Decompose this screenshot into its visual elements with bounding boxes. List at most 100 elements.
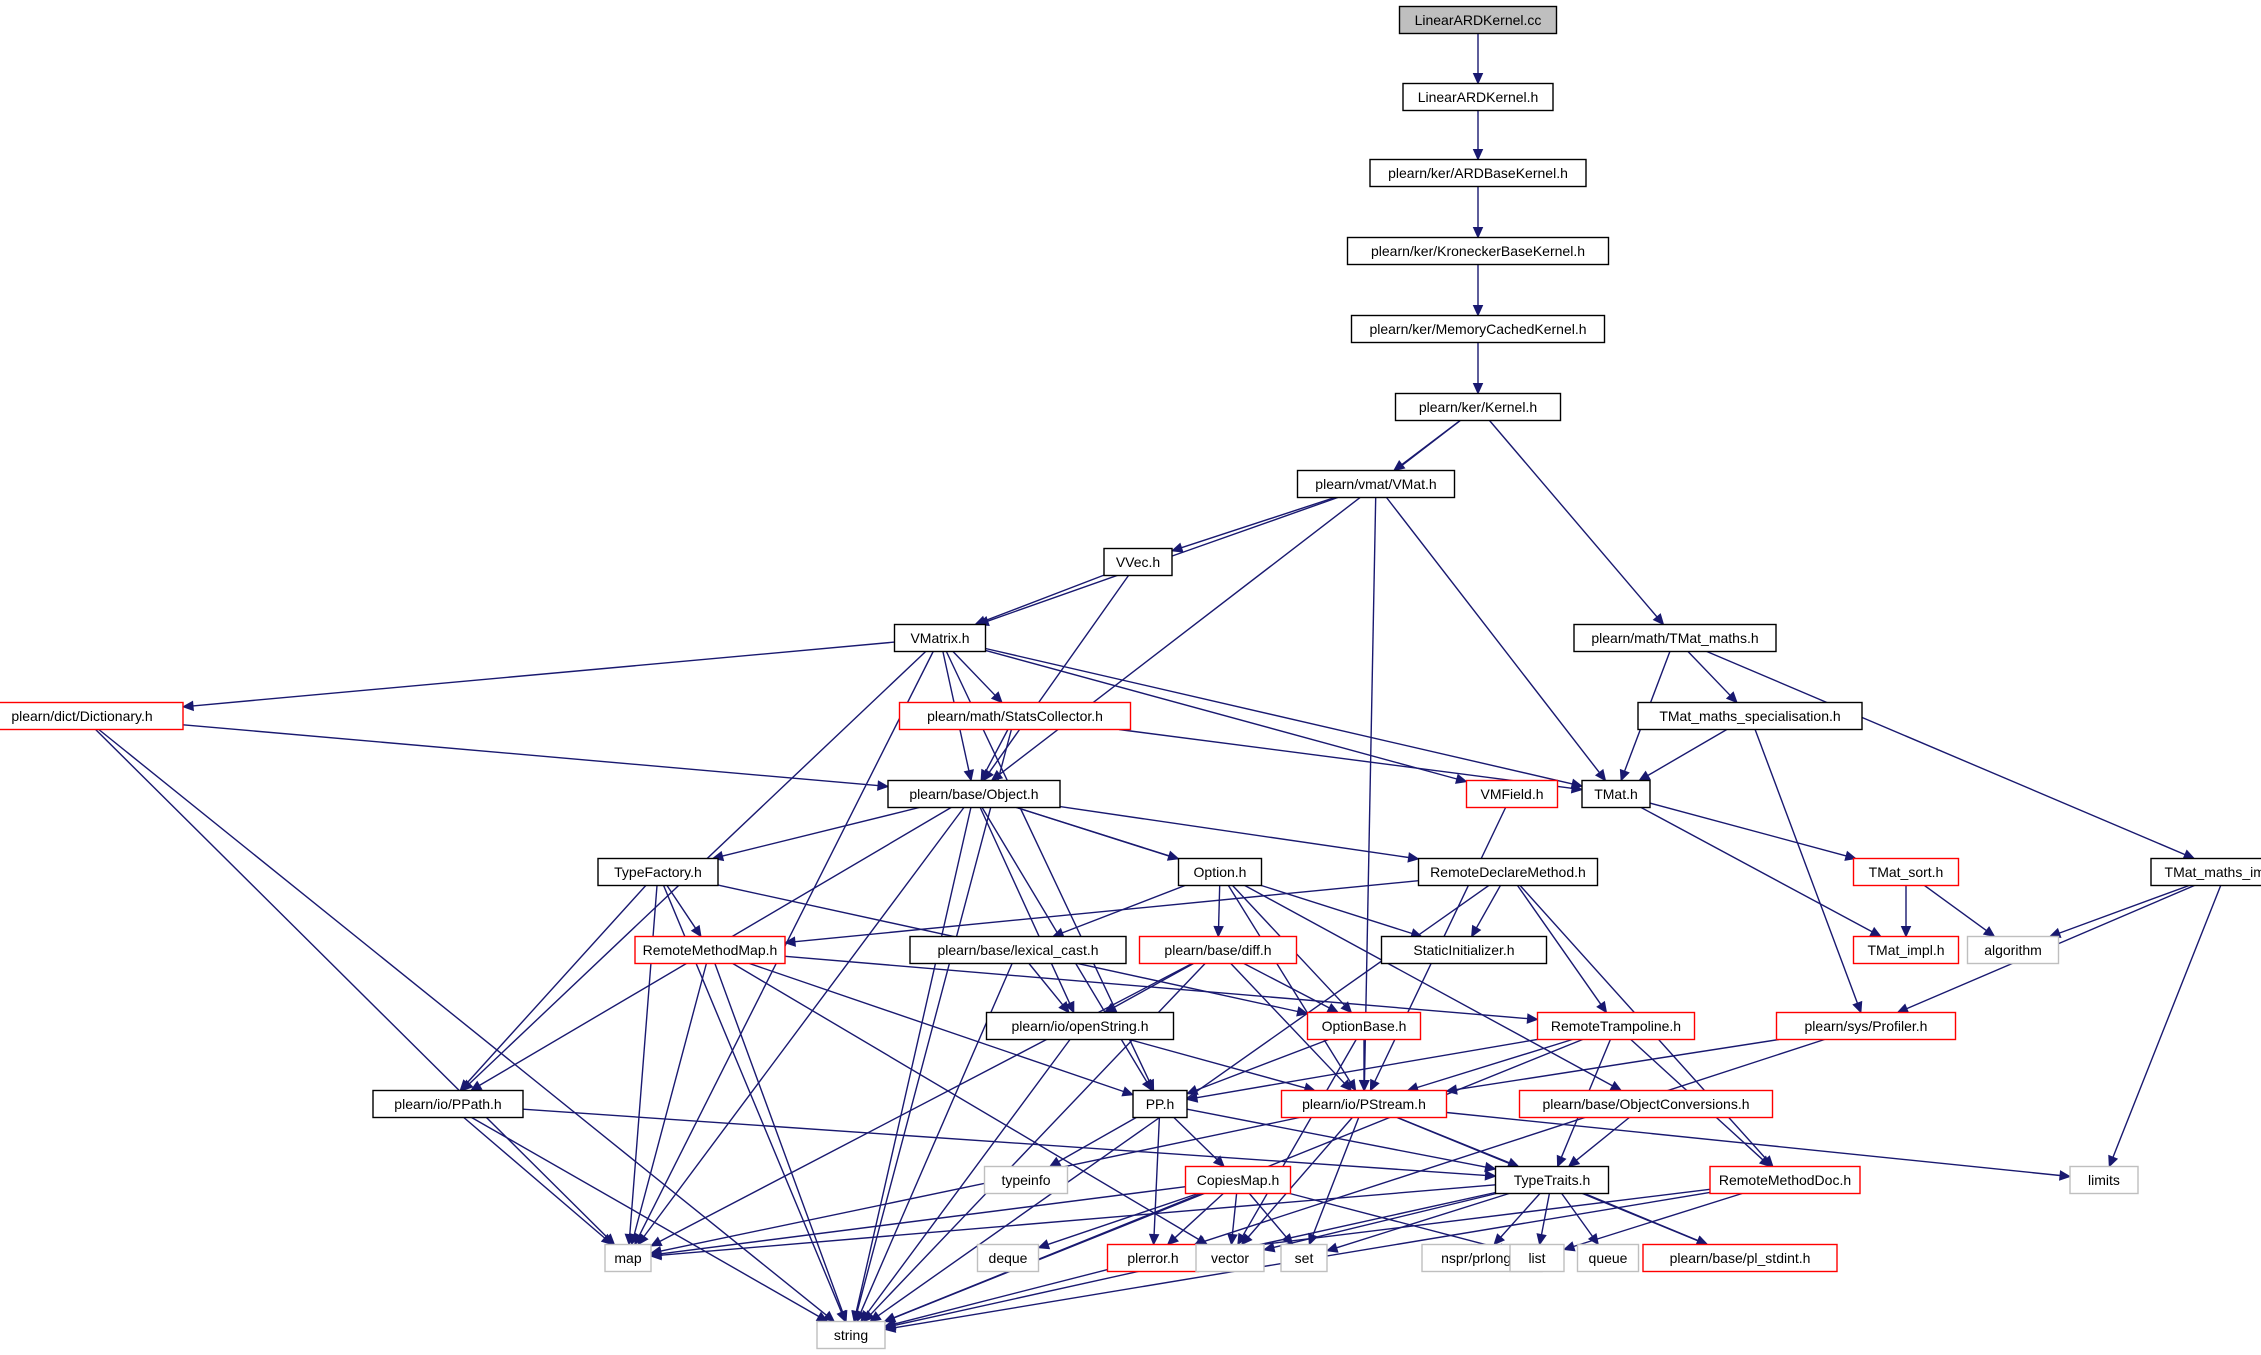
node-remotetrampoline-h[interactable]: RemoteTrampoline.h <box>1536 1011 1696 1041</box>
dependency-edge-plearn-vmat-vmat-h-to-vvec-h <box>1170 496 1336 553</box>
dependency-edge-optionbase-h-to-vector <box>1237 1039 1357 1246</box>
dependency-edge-plearn-base-diff-h-to-map <box>649 962 1193 1247</box>
node-plearn-base-object-h[interactable]: plearn/base/Object.h <box>887 779 1061 809</box>
edge-arrowhead <box>860 1309 872 1323</box>
node-vmatrix-h[interactable]: VMatrix.h <box>893 623 987 653</box>
node-plearn-io-ppath-h[interactable]: plearn/io/PPath.h <box>372 1089 524 1119</box>
edge-arrowhead <box>600 1233 614 1246</box>
node-label: OptionBase.h <box>1322 1018 1407 1034</box>
dependency-edge-plearn-base-diff-h-to-plearn-io-openstring-h <box>1103 962 1194 1014</box>
dependency-edge-typetraits-h-to-queue <box>1561 1193 1600 1246</box>
node-option-h[interactable]: Option.h <box>1177 857 1263 887</box>
node-plearn-ker-kroneckerbasekernel-h[interactable]: plearn/ker/KroneckerBaseKernel.h <box>1346 236 1610 266</box>
node-box <box>1494 1165 1610 1195</box>
node-plearn-ker-kernel-h[interactable]: plearn/ker/Kernel.h <box>1394 392 1562 422</box>
edge-arrowhead <box>990 691 1003 704</box>
edge-arrowhead <box>1212 1155 1225 1168</box>
node-algorithm: algorithm <box>1966 935 2060 965</box>
node-plearn-io-pstream-h[interactable]: plearn/io/PStream.h <box>1280 1089 1448 1119</box>
node-copiesmap-h[interactable]: CopiesMap.h <box>1184 1165 1292 1195</box>
edge-line <box>522 1108 1486 1177</box>
dependency-edge-plearn-base-object-h-to-string <box>851 807 972 1323</box>
dependency-edge-pp-h-to-typetraits-h <box>1186 1108 1497 1173</box>
node-map: map <box>604 1243 652 1273</box>
edge-arrowhead <box>649 1249 662 1261</box>
node-box <box>1536 1011 1696 1041</box>
node-box <box>1394 392 1562 422</box>
node-tmat-sort-h[interactable]: TMat_sort.h <box>1852 857 1960 887</box>
node-label: TMat_maths_impl.h <box>2165 864 2261 880</box>
node-plearn-dict-dictionary-h[interactable]: plearn/dict/Dictionary.h <box>0 701 184 731</box>
dependency-edge-plearn-sys-profiler-h-to-plearn-io-pstream-h <box>1445 1038 1780 1095</box>
node-tmat-impl-h[interactable]: TMat_impl.h <box>1852 935 1960 965</box>
dependency-edge-tmat-maths-impl-h-to-algorithm <box>2048 884 2190 938</box>
dependency-edge-tmat-maths-specialisation-h-to-tmat-h <box>1638 728 1728 782</box>
node-box <box>1280 1089 1448 1119</box>
node-remotemethodmap-h[interactable]: RemoteMethodMap.h <box>634 935 786 965</box>
node-string: string <box>816 1320 886 1350</box>
dependency-edge-option-h-to-plearn-base-lexical-cast-h <box>1051 884 1186 938</box>
node-plearn-sys-profiler-h[interactable]: plearn/sys/Profiler.h <box>1775 1011 1957 1041</box>
edge-arrowhead <box>1048 1156 1062 1168</box>
node-box <box>1280 1243 1328 1273</box>
node-typetraits-h[interactable]: TypeTraits.h <box>1494 1165 1610 1195</box>
node-vmfield-h[interactable]: VMField.h <box>1465 779 1559 809</box>
node-label: nspr/prlong.h <box>1441 1250 1523 1266</box>
node-box <box>1637 701 1863 731</box>
node-tmat-h[interactable]: TMat.h <box>1581 779 1651 809</box>
node-label: Option.h <box>1194 864 1247 880</box>
edge-line <box>1336 1192 1510 1249</box>
edge-line <box>1475 885 1502 929</box>
edge-arrowhead <box>1570 782 1584 794</box>
node-plearn-math-tmat-maths-h[interactable]: plearn/math/TMat_maths.h <box>1573 623 1777 653</box>
dependency-edge-remotetrampoline-h-to-pp-h <box>1185 1038 1538 1103</box>
edge-line <box>732 962 1199 1241</box>
node-optionbase-h[interactable]: OptionBase.h <box>1306 1011 1422 1041</box>
node-label: TMat.h <box>1594 786 1638 802</box>
node-label: plearn/ker/Kernel.h <box>1419 399 1537 415</box>
node-label: plearn/base/lexical_cast.h <box>937 942 1098 958</box>
node-plearn-base-objectconversions-h[interactable]: plearn/base/ObjectConversions.h <box>1518 1089 1774 1119</box>
node-staticinitializer-h[interactable]: StaticInitializer.h <box>1380 935 1548 965</box>
node-plearn-vmat-vmat-h[interactable]: plearn/vmat/VMat.h <box>1296 469 1456 499</box>
node-plearn-base-diff-h[interactable]: plearn/base/diff.h <box>1138 935 1298 965</box>
node-box <box>634 935 786 965</box>
node-plearn-ker-memorycachedkernel-h[interactable]: plearn/ker/MemoryCachedKernel.h <box>1350 314 1606 344</box>
node-plearn-base-pl-stdint-h[interactable]: plearn/base/pl_stdint.h <box>1642 1243 1838 1273</box>
node-plearn-io-openstring-h[interactable]: plearn/io/openString.h <box>985 1011 1175 1041</box>
edge-arrowhead <box>1369 1078 1380 1092</box>
node-pp-h[interactable]: PP.h <box>1132 1089 1188 1119</box>
edge-arrowhead <box>1240 1233 1253 1246</box>
node-tmat-maths-impl-h[interactable]: TMat_maths_impl.h <box>2150 857 2261 887</box>
edge-arrowhead <box>2108 1154 2119 1168</box>
edge-arrowhead <box>1058 1001 1070 1014</box>
node-plearn-ker-ardbasekernel-h[interactable]: plearn/ker/ARDBaseKernel.h <box>1369 158 1587 188</box>
edge-line <box>1118 728 1573 789</box>
node-label: plearn/base/ObjectConversions.h <box>1542 1096 1749 1112</box>
edge-line <box>629 885 658 1235</box>
node-remotedeclaremethod-h[interactable]: RemoteDeclareMethod.h <box>1417 857 1599 887</box>
node-remotemethoddoc-h[interactable]: RemoteMethodDoc.h <box>1709 1165 1861 1195</box>
node-linearardkernel-h[interactable]: LinearARDKernel.h <box>1402 82 1554 112</box>
node-typefactory-h[interactable]: TypeFactory.h <box>597 857 719 887</box>
node-plerror-h[interactable]: plerror.h <box>1106 1243 1200 1273</box>
edge-line <box>893 1192 1205 1319</box>
node-plearn-base-lexical-cast-h[interactable]: plearn/base/lexical_cast.h <box>909 935 1127 965</box>
dependency-edge-plearn-math-statscollector-h-to-plearn-base-object-h <box>980 729 1009 782</box>
edge-arrowhead <box>637 1232 649 1246</box>
edge-line <box>1516 885 1602 1005</box>
edge-line <box>660 1184 1496 1256</box>
dependency-edge-remotemethodmap-h-to-remotetrampoline-h <box>784 955 1539 1024</box>
node-tmat-maths-specialisation-h[interactable]: TMat_maths_specialisation.h <box>1637 701 1863 731</box>
node-label: LinearARDKernel.cc <box>1415 12 1542 28</box>
edge-line <box>1706 650 2186 856</box>
node-box <box>1132 1089 1188 1119</box>
node-vvec-h[interactable]: VVec.h <box>1103 547 1173 577</box>
node-plearn-math-statscollector-h[interactable]: plearn/math/StatsCollector.h <box>898 701 1132 731</box>
edge-arrowhead <box>1185 1084 1199 1095</box>
node-linearardkernel-cc[interactable]: LinearARDKernel.cc <box>1398 5 1558 35</box>
edge-line <box>660 1186 1186 1255</box>
edge-arrowhead <box>1064 1000 1075 1014</box>
edge-line <box>1059 805 1409 859</box>
edge-line <box>1647 728 1728 777</box>
